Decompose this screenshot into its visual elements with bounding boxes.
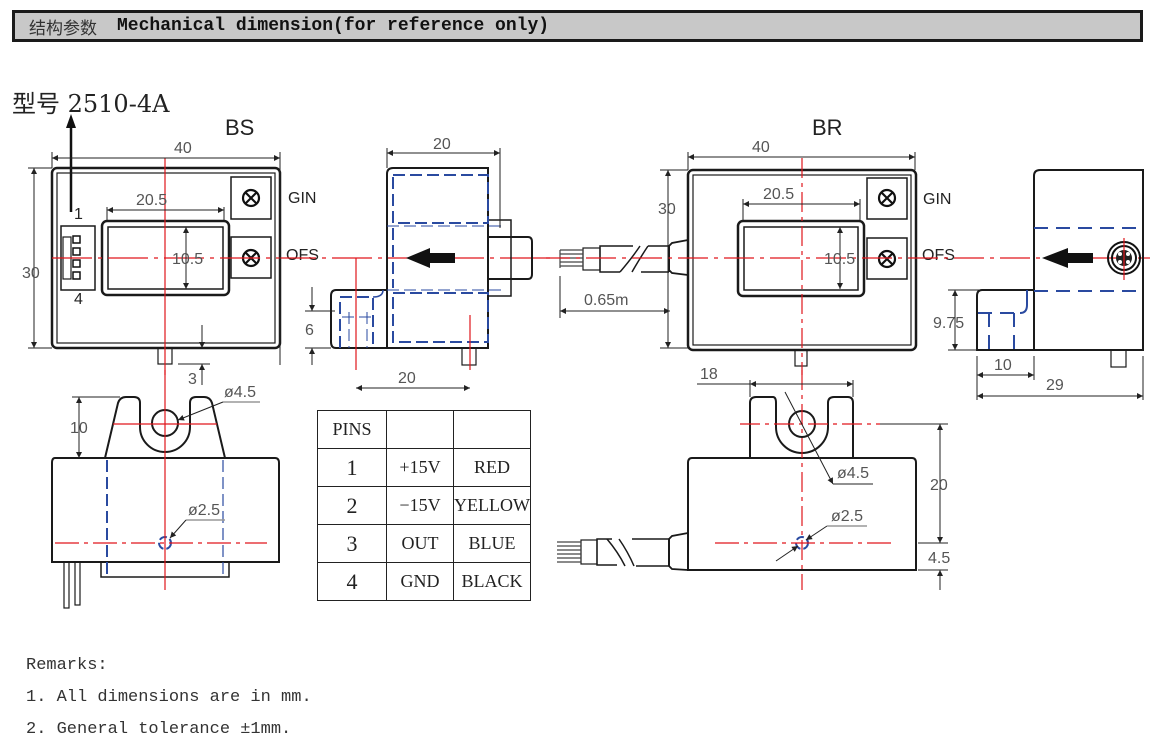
bs-title: BS [225, 115, 254, 140]
bs-small-hole-dim: ø2.5 [188, 502, 220, 519]
table-row: 3 OUT BLUE [317, 524, 531, 563]
bs-gin-label: GIN [288, 190, 316, 207]
table-row: 2 −15V YELLOW [317, 486, 531, 525]
bs-ledge-height-dim: 6 [305, 322, 314, 339]
header-title-en: Mechanical dimension(for reference only) [117, 16, 550, 36]
pin-first-label: 1 [74, 206, 83, 223]
pin-signal: GND [386, 562, 454, 601]
bs-pin-offset-dim: 3 [188, 371, 197, 388]
header-title-cn: 结构参数 [29, 18, 97, 39]
bs-ofs-label: OFS [286, 247, 319, 264]
connector-pins [72, 235, 81, 280]
br-bottom-cable [557, 532, 689, 571]
pin-wire-color: YELLOW [453, 486, 531, 525]
remarks-title: Remarks: [26, 656, 108, 675]
br-current-arrow-icon [1042, 248, 1093, 268]
table-header-cell [386, 410, 454, 449]
bs-window-width-dim: 20.5 [136, 192, 167, 209]
br-offset-pot-icon [877, 249, 897, 269]
current-direction-arrow-icon [66, 114, 76, 128]
br-large-hole-dim: ø4.5 [837, 465, 869, 482]
table-header-cell: PINS [317, 410, 387, 449]
bs-front-view: BS GIN OFS 1 4 40 [22, 114, 555, 388]
bs-bottom-view: 10 ø4.5 ø2.5 [51, 370, 280, 609]
br-gin-label: GIN [923, 191, 951, 208]
br-ofs-label: OFS [922, 247, 955, 264]
br-gain-pot-icon [877, 188, 897, 208]
remark-item: 2. General tolerance ±1mm. [26, 720, 292, 739]
br-height-dim: 30 [658, 201, 676, 218]
br-tab-width-dim: 18 [700, 366, 718, 383]
bs-height-dim: 30 [22, 265, 40, 282]
pin-signal: −15V [386, 486, 454, 525]
bs-tab-height-dim: 10 [70, 420, 88, 437]
remark-item: 1. All dimensions are in mm. [26, 688, 312, 707]
pins-table: PINS 1 +15V RED 2 −15V YELLOW 3 OUT BLUE… [317, 410, 531, 601]
table-header-cell [453, 410, 531, 449]
bs-side-view: 20 20 6 [305, 136, 533, 391]
br-cable-length-dim: 0.65m [584, 292, 628, 309]
pin-signal: +15V [386, 448, 454, 487]
bs-window-height-dim: 10.5 [172, 251, 203, 268]
br-window-width-dim: 20.5 [763, 186, 794, 203]
pin-number: 2 [317, 486, 387, 525]
br-title: BR [812, 115, 843, 140]
br-side-view: 9.75 10 29 [933, 169, 1144, 400]
pin-last-label: 4 [74, 291, 83, 308]
br-width-dim: 40 [752, 139, 770, 156]
bs-width-dim: 40 [174, 140, 192, 157]
pin-wire-color: RED [453, 448, 531, 487]
remarks: Remarks: 1. All dimensions are in mm. 2.… [26, 650, 312, 746]
pin-number: 3 [317, 524, 387, 563]
table-row: 1 +15V RED [317, 448, 531, 487]
gain-potentiometer [230, 176, 272, 220]
pin-signal: OUT [386, 524, 454, 563]
br-connector-icon [1107, 238, 1141, 280]
model-label: 型号 2510-4A [12, 90, 170, 118]
pin-wire-color: BLACK [453, 562, 531, 601]
br-total-width-dim: 29 [1046, 377, 1064, 394]
br-window-height-dim: 10.5 [824, 251, 855, 268]
pin-number: 4 [317, 562, 387, 601]
br-front-view: BR GIN OFS 40 30 20.5 [540, 115, 1150, 375]
bs-depth-dim: 20 [433, 136, 451, 153]
br-ledge-width-dim: 10 [994, 357, 1012, 374]
br-small-hole-dim: ø2.5 [831, 508, 863, 525]
table-row: 4 GND BLACK [317, 562, 531, 601]
table-header-row: PINS [317, 410, 531, 449]
section-header: 结构参数 Mechanical dimension(for reference … [12, 10, 1143, 42]
br-hole-offset-dim: 4.5 [928, 550, 950, 567]
br-ledge-height-dim: 9.75 [933, 315, 964, 332]
pin-wire-color: BLUE [453, 524, 531, 563]
pin-number: 1 [317, 448, 387, 487]
bs-base-offset-dim: 20 [398, 370, 416, 387]
br-hole-spacing-dim: 20 [930, 477, 948, 494]
bs-current-arrow-icon [406, 248, 455, 268]
gain-pot-icon [241, 188, 261, 208]
bs-large-hole-dim: ø4.5 [224, 384, 256, 401]
br-bottom-view: 18 ø4.5 ø2.5 20 4.5 [557, 366, 950, 590]
